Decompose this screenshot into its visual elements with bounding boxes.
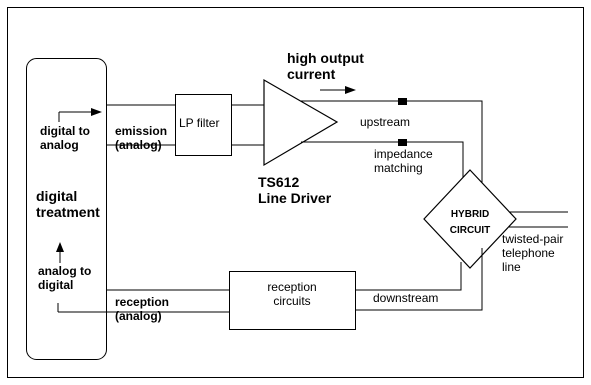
downstream-lines	[107, 248, 483, 313]
impedance-resistor-upper	[398, 98, 407, 105]
downstream-label: downstream	[373, 291, 439, 305]
lp-filter-label: LP filter	[179, 116, 220, 130]
emission-lines	[107, 104, 175, 146]
reception-circuits-label: reception circuits	[267, 280, 317, 308]
twisted-pair-label: twisted-pair telephone line	[502, 232, 564, 274]
analog-to-digital-label: analog to digital	[38, 264, 92, 292]
upstream-lines	[301, 100, 483, 196]
ts612-amplifier-triangle	[263, 78, 339, 167]
circuit-label: CIRCUIT	[449, 225, 491, 236]
upstream-label: upstream	[360, 115, 411, 129]
twisted-pair-lines	[509, 211, 568, 228]
reception-analog-label: reception (analog)	[115, 295, 170, 323]
digital-treatment-block	[26, 58, 107, 360]
arrow-digital-to-analog	[58, 108, 102, 122]
reception-tick	[57, 303, 107, 313]
lp-to-driver-lines	[231, 104, 264, 146]
lp-filter-box	[175, 94, 232, 156]
arrow-analog-to-digital	[56, 242, 64, 263]
impedance-resistor-lower	[398, 139, 407, 146]
hybrid-circuit-diamond	[423, 169, 517, 269]
hybrid-label: HYBRID	[450, 209, 490, 220]
impedance-matching-label: impedance matching	[374, 147, 433, 175]
outer-frame	[7, 7, 584, 378]
digital-treatment-label: digital treatment	[36, 188, 100, 221]
ts612-line-driver-label: TS612 Line Driver	[258, 174, 332, 207]
high-output-current-label: high output current	[287, 50, 364, 83]
reception-circuits-box	[229, 271, 356, 330]
digital-to-analog-label: digital to analog	[40, 124, 90, 152]
emission-analog-label: emission (analog)	[115, 124, 168, 152]
high-output-current-arrow	[320, 86, 356, 94]
